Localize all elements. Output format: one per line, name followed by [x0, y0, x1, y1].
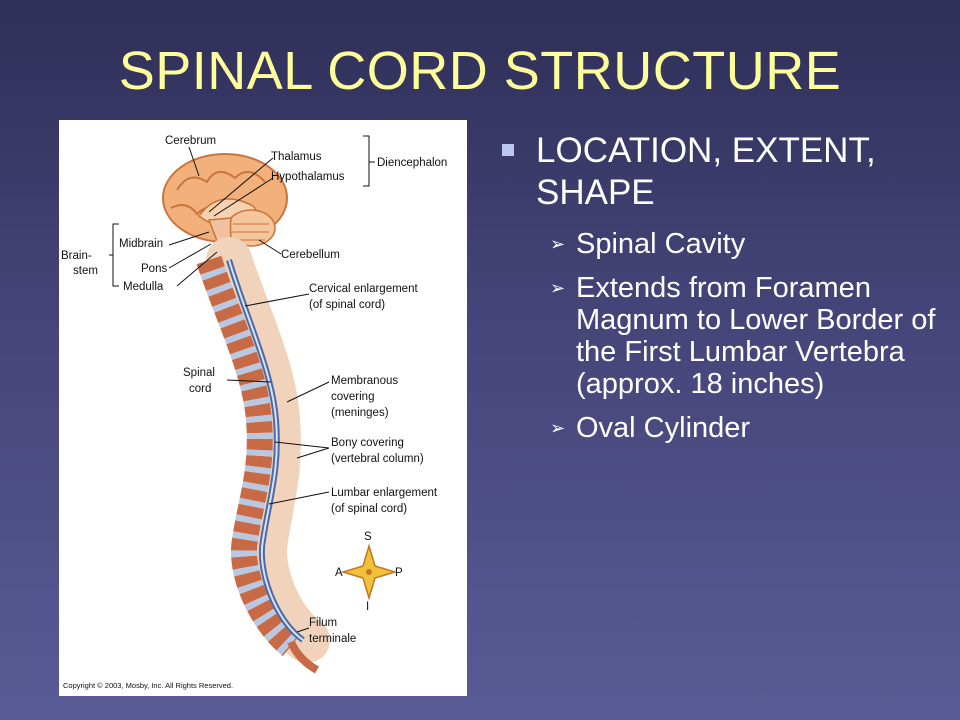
label-lumbar-1: Lumbar enlargement [331, 487, 438, 499]
spinal-cord-core [228, 259, 304, 641]
label-medulla: Medulla [123, 281, 164, 293]
sub-bullet-text: Oval Cylinder [576, 412, 751, 444]
label-membranous-2: covering [331, 391, 374, 403]
label-cerebellum: Cerebellum [281, 249, 340, 261]
label-hypothalamus: Hypothalamus [271, 171, 345, 183]
arrow-bullet-icon: ➢ [550, 278, 566, 299]
vertebral-column [196, 255, 300, 657]
main-bullet: LOCATION, EXTENT, SHAPE [500, 130, 940, 214]
bullet-list: LOCATION, EXTENT, SHAPE ➢ Spinal Cavity … [500, 130, 940, 456]
label-diencephalon: Diencephalon [377, 157, 447, 169]
copyright-notice: Copyright © 2003, Mosby, Inc. All Rights… [63, 681, 233, 690]
label-pons: Pons [141, 263, 167, 275]
label-midbrain: Midbrain [119, 238, 163, 250]
label-cervical-2: (of spinal cord) [309, 299, 385, 311]
leader-lines [109, 135, 375, 633]
label-thalamus: Thalamus [271, 151, 322, 163]
orientation-compass-icon [340, 543, 398, 601]
anatomy-diagram: Cerebrum Thalamus Hypothalamus Diencepha… [61, 135, 447, 690]
label-spinal-2: cord [189, 383, 211, 395]
filum-terminale-line [287, 640, 320, 674]
arrow-bullet-icon: ➢ [550, 234, 566, 255]
label-brainstem-1: Brain- [61, 250, 92, 262]
sub-bullet: ➢ Oval Cylinder [540, 412, 940, 444]
sub-bullet: ➢ Spinal Cavity [540, 228, 940, 260]
compass-label-a: A [335, 567, 343, 579]
label-spinal-1: Spinal [183, 367, 215, 379]
label-membranous-1: Membranous [331, 375, 398, 387]
sub-bullet: ➢ Extends from Foramen Magnum to Lower B… [540, 272, 940, 400]
label-bony-2: (vertebral column) [331, 453, 424, 465]
label-cervical-1: Cervical enlargement [309, 283, 418, 295]
arrow-bullet-icon: ➢ [550, 418, 566, 439]
label-lumbar-2: (of spinal cord) [331, 503, 407, 515]
compass-label-s: S [364, 531, 372, 543]
square-bullet-icon [502, 144, 514, 156]
compass-label-i: I [366, 601, 369, 613]
slide-title: SPINAL CORD STRUCTURE [118, 41, 842, 101]
label-bony-1: Bony covering [331, 437, 404, 449]
label-filum-2: terminale [309, 633, 356, 645]
spinal-cord-illustration: Cerebrum Thalamus Hypothalamus Diencepha… [59, 120, 467, 696]
label-cerebrum: Cerebrum [165, 135, 216, 147]
sub-bullet-text: Spinal Cavity [576, 228, 746, 260]
compass-label-p: P [395, 567, 403, 579]
intervertebral-discs [196, 255, 300, 657]
label-brainstem-2: stem [73, 265, 98, 277]
label-membranous-3: (meninges) [331, 407, 389, 419]
label-filum-1: Filum [309, 617, 337, 629]
sub-bullet-text: Extends from Foramen Magnum to Lower Bor… [576, 272, 936, 400]
main-bullet-text: LOCATION, EXTENT, SHAPE [536, 131, 876, 212]
